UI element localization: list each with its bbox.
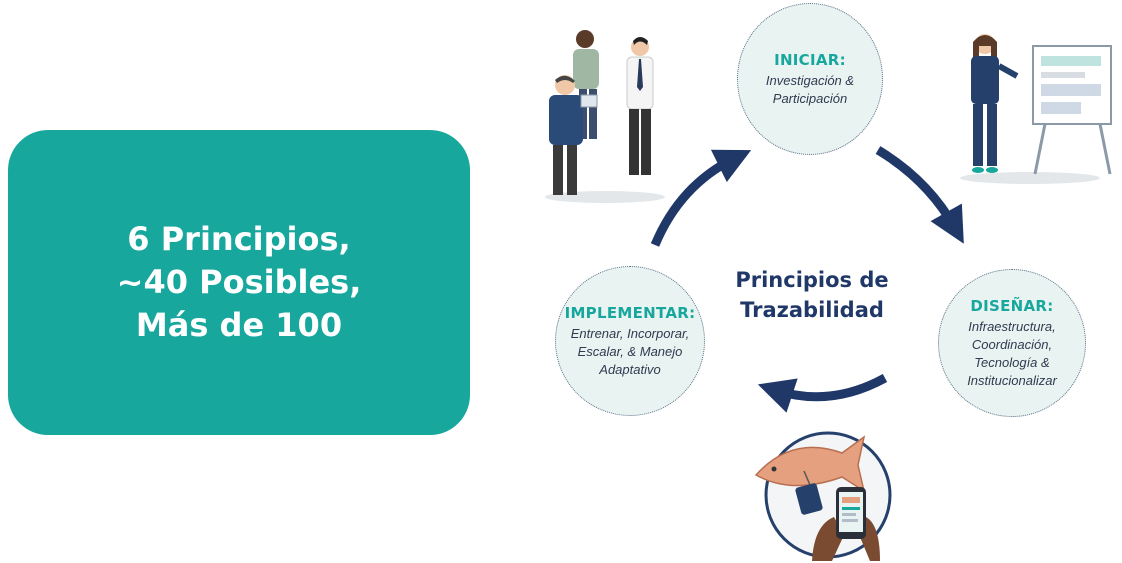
center-title-line: Trazabilidad (740, 298, 884, 322)
stage-disenar-line: Infraestructura, (968, 318, 1056, 334)
arrow-to-iniciar (650, 149, 752, 247)
stage-implementar-line: Entrenar, Incorporar, (570, 325, 690, 341)
summary-line-principles: 6 Principios, (127, 220, 351, 258)
stage-disenar-title: DISEÑAR: (970, 296, 1054, 315)
stage-implementar-line: Escalar, & Manejo (577, 343, 683, 359)
stage-implementar: IMPLEMENTAR: Entrenar, Incorporar, Escal… (555, 266, 705, 416)
stage-disenar-line: Institucionalizar (967, 372, 1057, 388)
summary-text: 6 Principios, ~40 Posibles, Más de 100 (117, 218, 362, 347)
stage-implementar-title: IMPLEMENTAR: (564, 303, 696, 322)
arrow-to-disenar (875, 146, 964, 244)
people-group-illustration (545, 30, 665, 203)
summary-line-possible: ~40 Posibles, (116, 263, 362, 301)
arrow-to-implementar (757, 374, 888, 413)
fish-traceability-illustration (754, 431, 892, 561)
center-title-line: Principios de (735, 268, 889, 292)
center-title: Principios de Trazabilidad (712, 265, 912, 325)
stage-disenar-line: Tecnología & (974, 354, 1050, 370)
summary-line-more: Más de 100 (135, 306, 343, 344)
presenter-illustration (960, 34, 1112, 184)
stage-iniciar-line: Participación (772, 90, 848, 106)
stage-iniciar-line: Investigación & (765, 72, 855, 88)
stage-disenar: DISEÑAR: Infraestructura, Coordinación, … (938, 269, 1086, 417)
summary-box: 6 Principios, ~40 Posibles, Más de 100 (8, 130, 470, 435)
stage-iniciar-title: INICIAR: (774, 50, 846, 69)
stage-disenar-line: Coordinación, (971, 336, 1053, 352)
stage-iniciar: INICIAR: Investigación & Participación (737, 3, 883, 155)
stage-implementar-line: Adaptativo (599, 361, 661, 377)
